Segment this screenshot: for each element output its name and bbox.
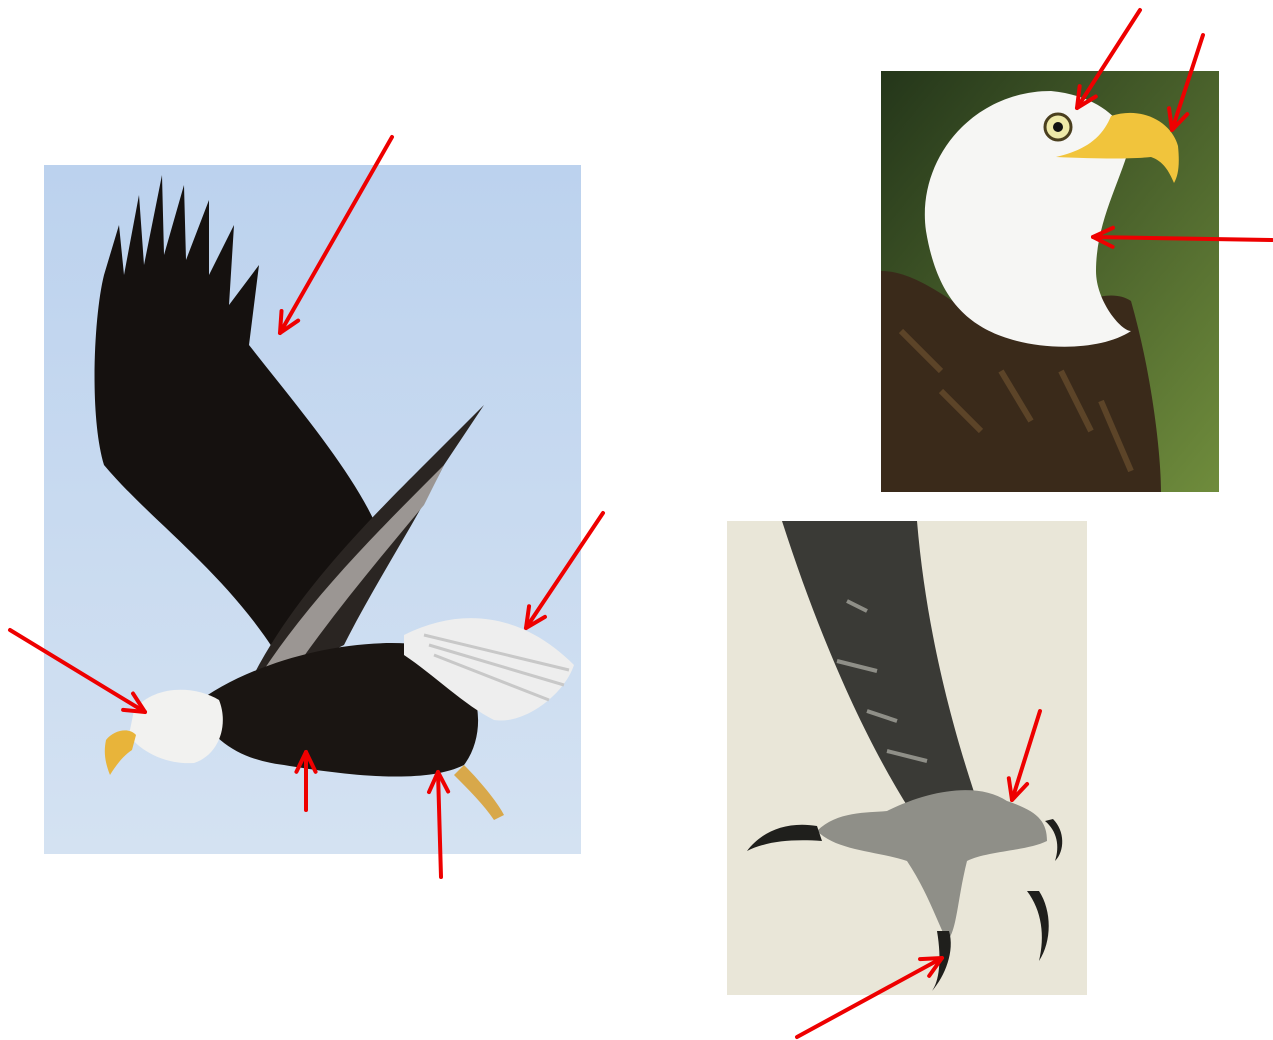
eagle-head-photo [881, 71, 1219, 492]
eagle-foot-photo [727, 521, 1087, 995]
eagle-in-flight-photo [44, 165, 581, 854]
